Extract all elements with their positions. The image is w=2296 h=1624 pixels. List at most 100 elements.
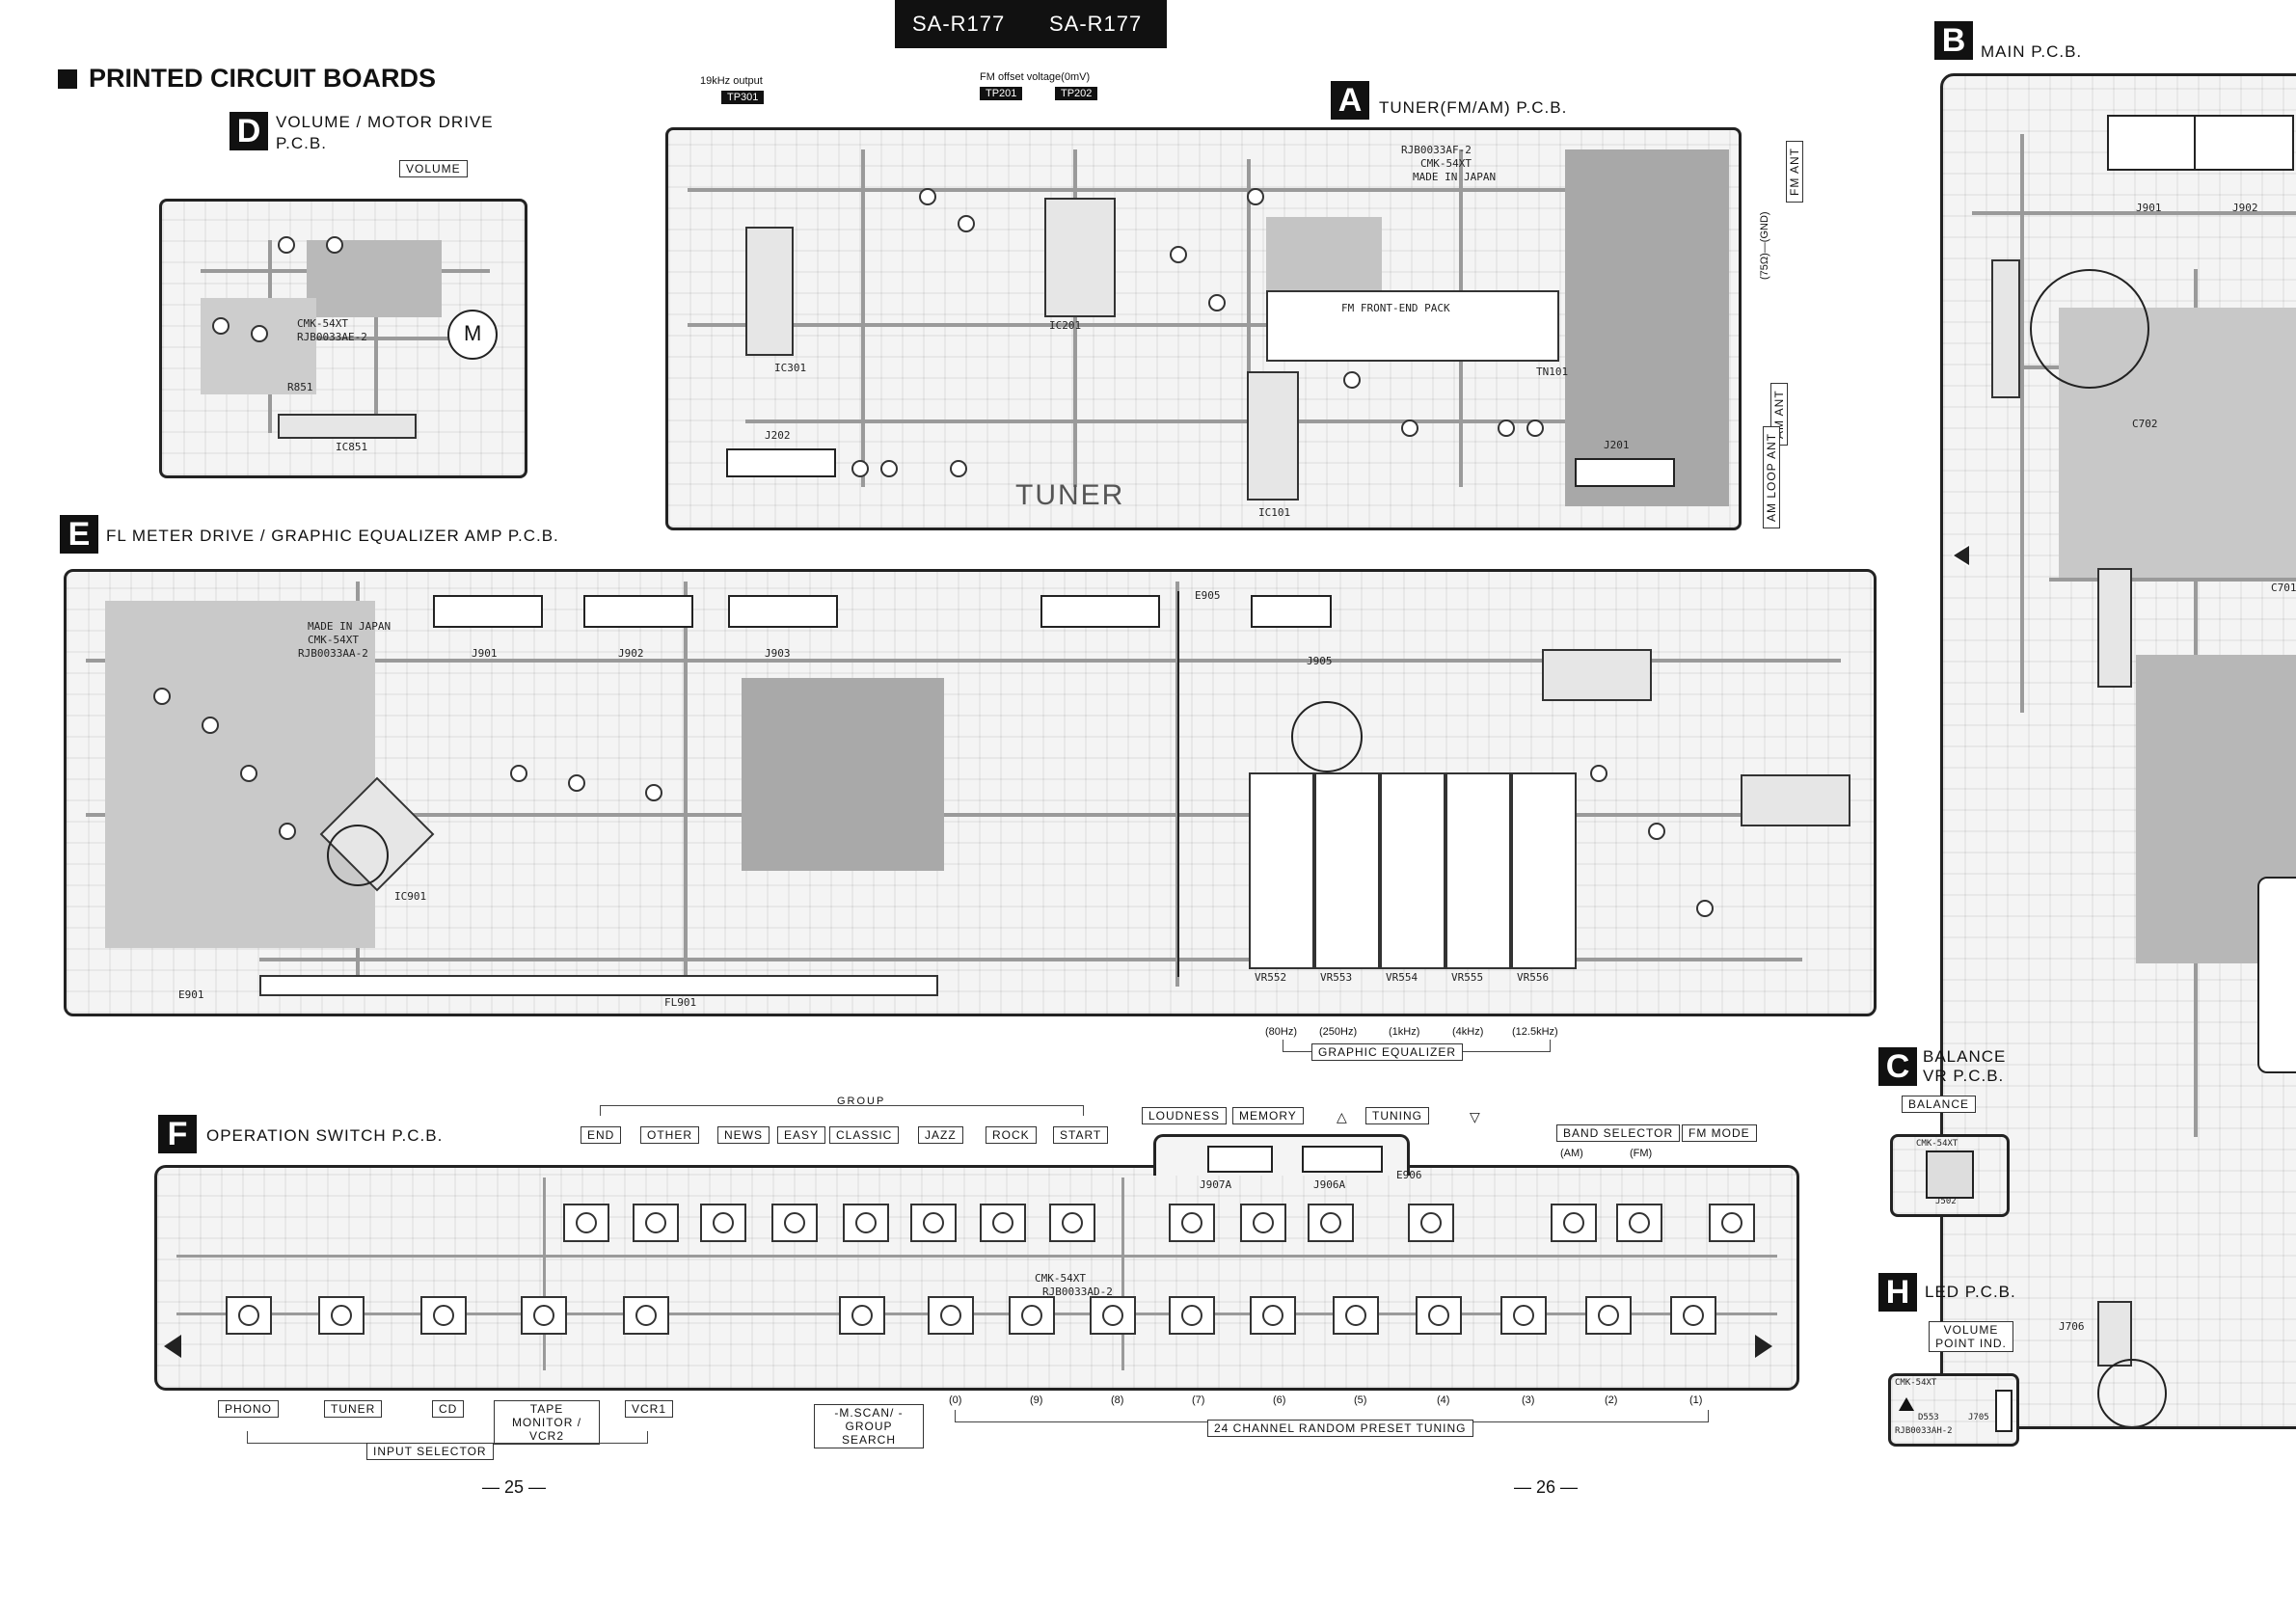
tp301-note: 19kHz output xyxy=(700,75,763,87)
switch-news[interactable] xyxy=(700,1204,746,1242)
board-title-f: OPERATION SWITCH P.C.B. xyxy=(206,1126,444,1145)
fl-made-in: MADE IN JAPAN xyxy=(308,620,392,633)
input-selector-tag: INPUT SELECTOR xyxy=(366,1443,494,1460)
e901-label: E901 xyxy=(178,988,204,1001)
switch-tuning-up[interactable] xyxy=(1308,1204,1354,1242)
ic201-label: IC201 xyxy=(1049,319,1082,332)
j903-fl-connector xyxy=(728,595,838,628)
band-am-label: (AM) xyxy=(1560,1148,1583,1159)
heading-marker xyxy=(58,69,77,89)
switch-preset-6[interactable] xyxy=(1250,1296,1296,1335)
switch-rock[interactable] xyxy=(980,1204,1026,1242)
input-vcr1-tag: VCR1 xyxy=(625,1400,674,1418)
tuner-cmk: CMK-54XT xyxy=(1420,157,1472,170)
switch-preset-8[interactable] xyxy=(1090,1296,1136,1335)
spare-fl-connector xyxy=(1040,595,1160,628)
switch-classic[interactable] xyxy=(843,1204,889,1242)
vr555-slider xyxy=(1445,772,1511,969)
operation-board-code: RJB0033AD-2 xyxy=(1042,1286,1113,1298)
main-large-cap xyxy=(2097,1359,2167,1426)
preset-5: (5) xyxy=(1354,1394,1367,1406)
led-tag: VOLUME POINT IND. xyxy=(1929,1321,2013,1352)
board-title-h: LED P.C.B. xyxy=(1925,1283,2016,1301)
m-scan-tag: -M.SCAN/ -GROUP SEARCH xyxy=(814,1404,924,1448)
pcb-fl-meter: J901 J902 J903 E905 J905 MADE IN JAPAN C… xyxy=(64,569,1877,1016)
vr556-slider xyxy=(1511,772,1577,969)
switch-jazz[interactable] xyxy=(910,1204,957,1242)
vr554-label: VR554 xyxy=(1386,971,1418,984)
group-news: NEWS xyxy=(717,1126,770,1144)
freq-4khz: (4kHz) xyxy=(1452,1026,1484,1038)
pcb-led: CMK-54XT D553 J705 RJB0033AH-2 xyxy=(1888,1373,2019,1447)
preset-4: (4) xyxy=(1437,1394,1450,1406)
tuner-made-in: MADE IN JAPAN xyxy=(1413,171,1497,183)
board-letter-h: H xyxy=(1878,1273,1917,1312)
j906a-connector xyxy=(1302,1146,1383,1173)
switch-start[interactable] xyxy=(1049,1204,1095,1242)
fm-ant-tag: FM ANT xyxy=(1786,141,1803,203)
switch-preset-0[interactable] xyxy=(928,1296,974,1335)
input-phono-tag: PHONO xyxy=(218,1400,280,1418)
switch-preset-3[interactable] xyxy=(1500,1296,1547,1335)
pcb-main: J901 J902 C702 C701 J706 xyxy=(1940,73,2296,1429)
c702-capacitor xyxy=(2030,269,2149,389)
switch-tuner[interactable] xyxy=(318,1296,365,1335)
board-letter-f: F xyxy=(158,1115,197,1153)
j907a-connector xyxy=(1207,1146,1273,1173)
fl-cmk: CMK-54XT xyxy=(308,634,359,646)
switch-m-scan[interactable] xyxy=(839,1296,885,1335)
ic851-chip xyxy=(278,414,417,439)
fl-board-code: RJB0033AA-2 xyxy=(298,647,368,660)
am-loop-ant-tag: AM LOOP ANT xyxy=(1763,425,1780,528)
vr552-slider xyxy=(1249,772,1314,969)
ic301-label: IC301 xyxy=(774,362,807,374)
vr556-label: VR556 xyxy=(1517,971,1550,984)
tuner-board-code: RJB0033AF-2 xyxy=(1401,144,1472,156)
tn101-label: TN101 xyxy=(1536,365,1569,378)
ic301-chip xyxy=(745,227,794,356)
switch-fm-mode[interactable] xyxy=(1709,1204,1755,1242)
fm-offset-note: FM offset voltage(0mV) xyxy=(980,71,1091,83)
band-fm-label: (FM) xyxy=(1630,1148,1653,1159)
switch-cd[interactable] xyxy=(420,1296,467,1335)
switch-other[interactable] xyxy=(633,1204,679,1242)
j705-label: J705 xyxy=(1968,1413,1989,1422)
preset-8: (8) xyxy=(1111,1394,1124,1406)
ic201-chip xyxy=(1044,198,1116,317)
switch-tape-monitor[interactable] xyxy=(521,1296,567,1335)
group-bracket xyxy=(600,1105,1084,1116)
switch-loudness[interactable] xyxy=(1169,1204,1215,1242)
volume-tag: VOLUME xyxy=(399,160,468,177)
switch-preset-7[interactable] xyxy=(1169,1296,1215,1335)
pcb-volume-motor: M CMK-54XT RJB0033AE-2 IC851 R851 xyxy=(159,199,527,478)
balance-tag: BALANCE xyxy=(1902,1096,1977,1113)
switch-preset-1[interactable] xyxy=(1670,1296,1716,1335)
loudness-tag: LOUDNESS xyxy=(1142,1107,1228,1124)
main-connector-j706 xyxy=(2097,1301,2132,1367)
j502-label: J502 xyxy=(1935,1197,1957,1206)
led-triangle-icon xyxy=(1899,1397,1914,1411)
switch-preset-9[interactable] xyxy=(1009,1296,1055,1335)
balance-vr xyxy=(1926,1150,1974,1199)
switch-preset-4[interactable] xyxy=(1416,1296,1462,1335)
memory-tag: MEMORY xyxy=(1232,1107,1304,1124)
fm-mode-tag: FM MODE xyxy=(1682,1124,1757,1142)
switch-memory[interactable] xyxy=(1240,1204,1286,1242)
switch-band-am[interactable] xyxy=(1551,1204,1597,1242)
switch-band-fm[interactable] xyxy=(1616,1204,1662,1242)
switch-end[interactable] xyxy=(563,1204,609,1242)
volume-cmk: CMK-54XT xyxy=(297,317,348,330)
switch-preset-5[interactable] xyxy=(1333,1296,1379,1335)
tp201-tag: TP201 xyxy=(980,87,1023,100)
switch-vcr1[interactable] xyxy=(623,1296,669,1335)
j902-main-label: J902 xyxy=(2232,202,2258,214)
model-label-left: SA-R177 xyxy=(912,12,1006,36)
switch-tuning-down[interactable] xyxy=(1408,1204,1454,1242)
switch-easy[interactable] xyxy=(771,1204,818,1242)
board-letter-b: B xyxy=(1934,21,1973,60)
board-title-e: FL METER DRIVE / GRAPHIC EQUALIZER AMP P… xyxy=(106,527,559,545)
switch-phono[interactable] xyxy=(226,1296,272,1335)
switch-preset-2[interactable] xyxy=(1585,1296,1632,1335)
vr553-label: VR553 xyxy=(1320,971,1353,984)
tuning-up-arrow-icon: ▽ xyxy=(1470,1109,1480,1124)
